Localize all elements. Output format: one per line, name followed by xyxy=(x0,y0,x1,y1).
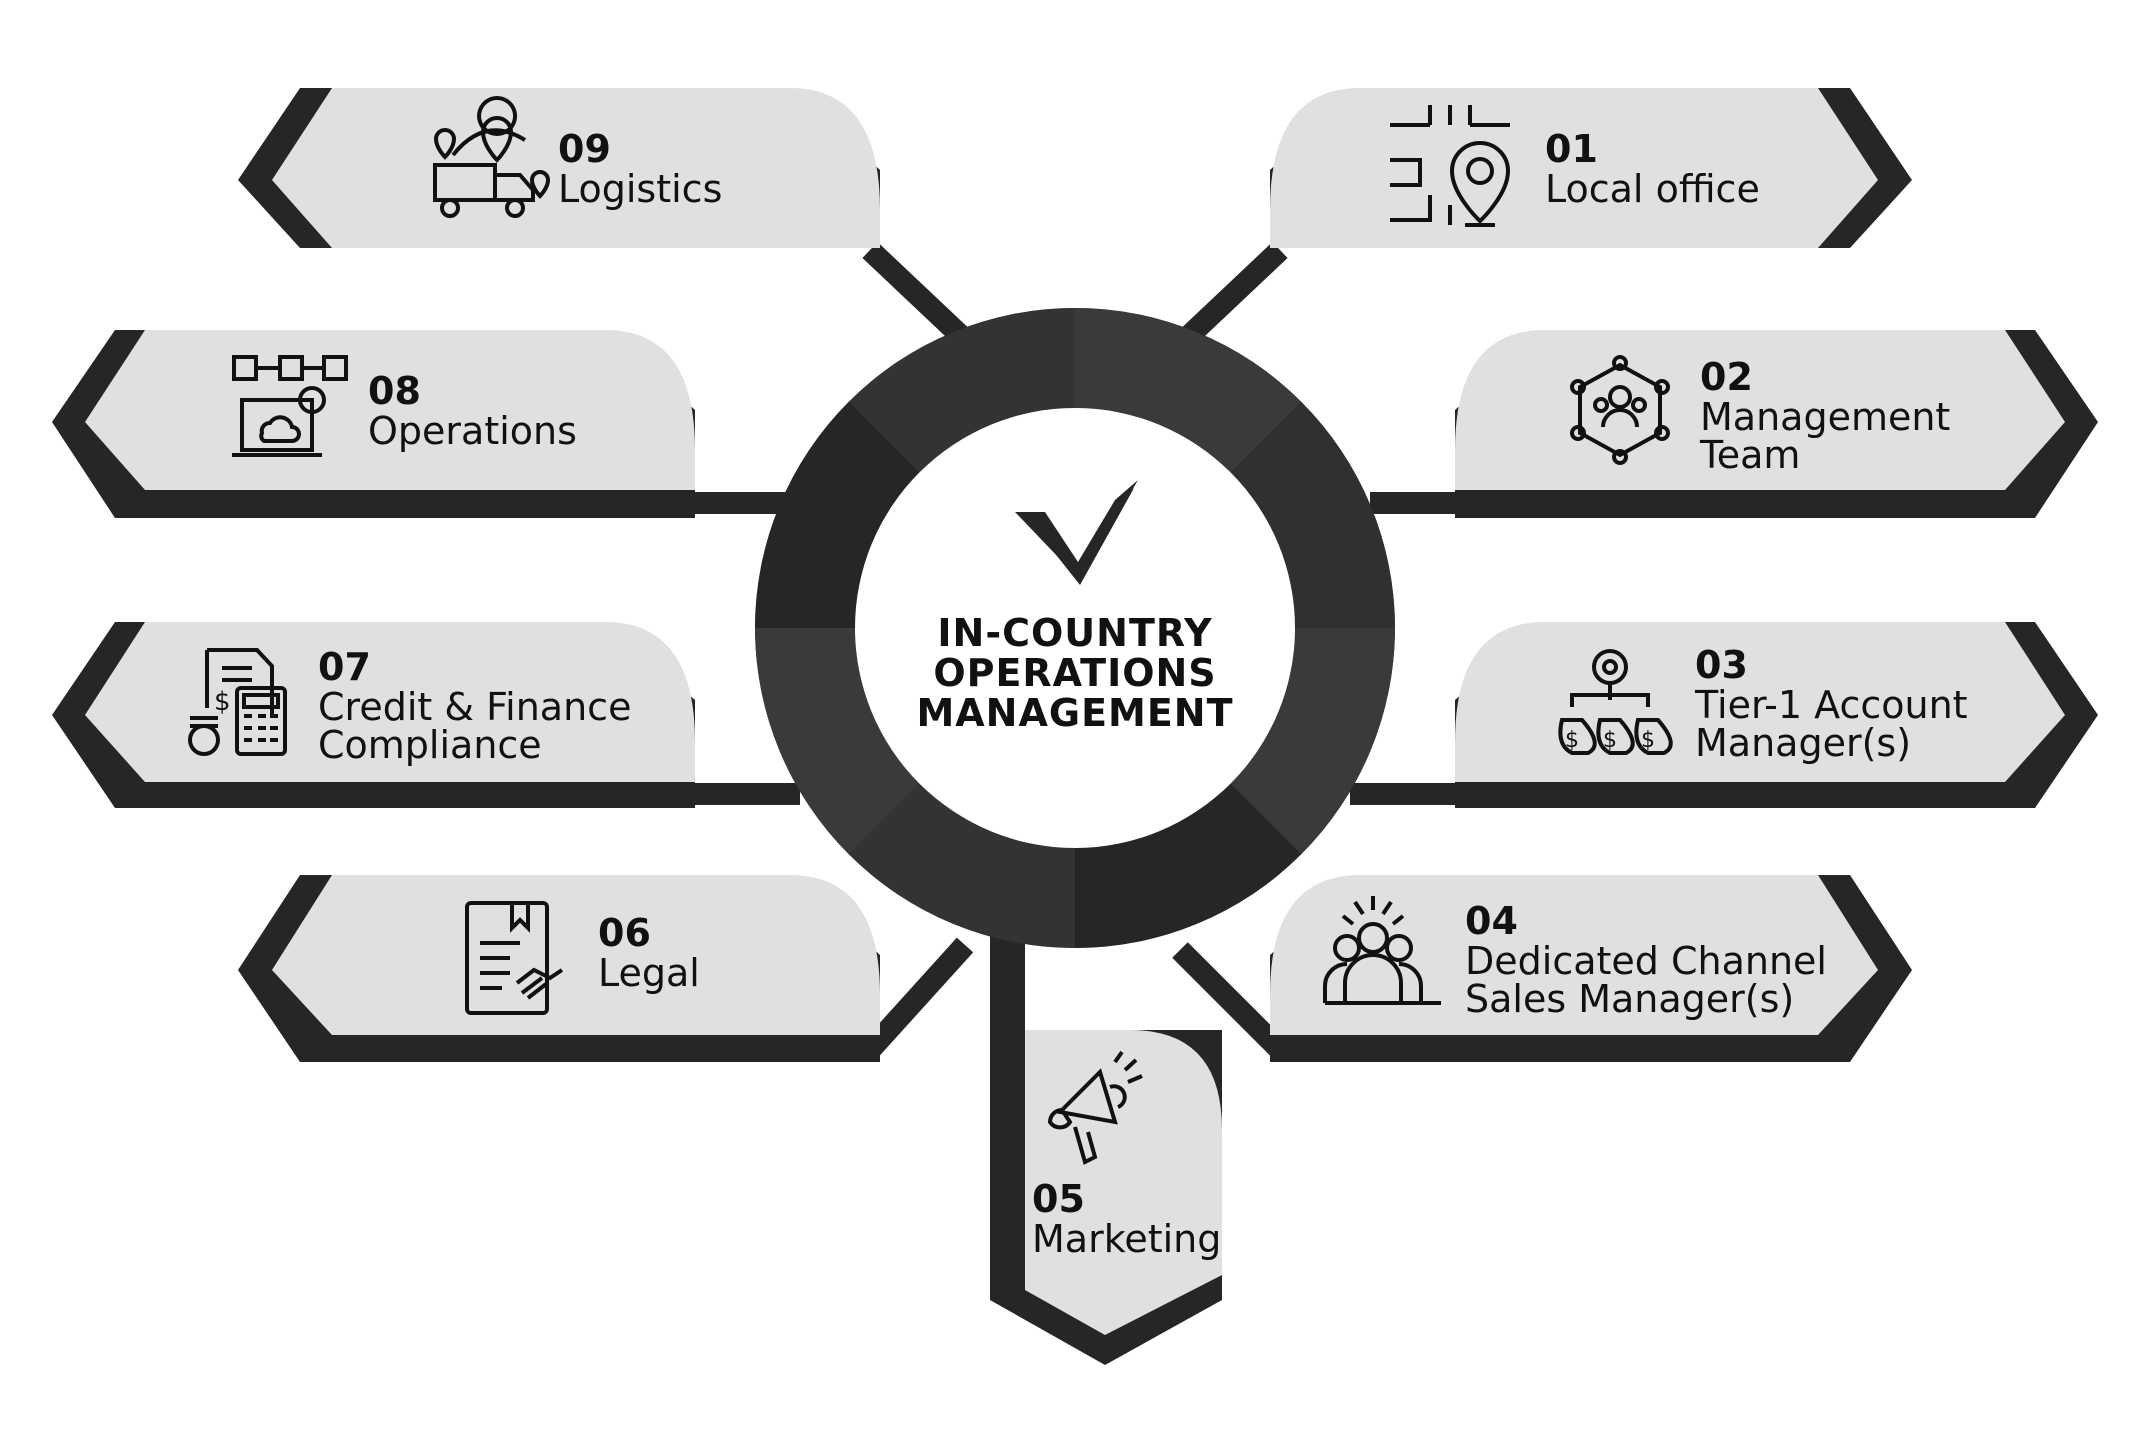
card-label-line1: Dedicated Channel xyxy=(1465,939,1827,983)
card-number: 06 xyxy=(598,911,651,955)
money-bags-gear-icon: $ $ $ xyxy=(1558,649,1673,755)
megaphone-icon xyxy=(1047,1050,1143,1165)
card-label-line1: Tier-1 Account xyxy=(1694,683,1968,727)
card-number: 09 xyxy=(558,127,611,171)
delivery-truck-location-icon xyxy=(433,96,551,218)
contract-handshake-icon xyxy=(465,901,564,1015)
connectors xyxy=(690,242,1460,1058)
card-panel xyxy=(1025,1030,1222,1335)
card-label-line2: Manager(s) xyxy=(1695,721,1911,765)
card-label: Logistics xyxy=(558,167,722,211)
card-label: Local office xyxy=(1545,167,1760,211)
card-label-line1: Credit & Finance xyxy=(318,685,631,729)
hub-inner-circle xyxy=(855,408,1295,848)
connector-04 xyxy=(1172,942,1288,1058)
card-label-line1: Management xyxy=(1700,395,1950,439)
card-label: Operations xyxy=(368,409,577,453)
card-label: Legal xyxy=(598,951,700,995)
connector-01 xyxy=(1182,242,1288,343)
card-09[interactable]: 09 Logistics xyxy=(238,88,880,248)
card-07[interactable]: $ 07 Credit & Finance Compliance xyxy=(52,622,695,808)
card-label-line2: Team xyxy=(1699,433,1800,477)
card-number: 02 xyxy=(1700,355,1753,399)
svg-text:$: $ xyxy=(214,687,231,717)
card-label-line2: Compliance xyxy=(318,723,542,767)
card-panel xyxy=(272,88,880,248)
card-panel xyxy=(272,875,880,1035)
calculator-invoice-coins-icon: $ xyxy=(188,648,287,756)
hub-title-line2: OPERATIONS xyxy=(933,651,1216,695)
card-number: 01 xyxy=(1545,127,1598,171)
checkmark-logo-icon xyxy=(1015,480,1138,585)
card-panel xyxy=(85,330,695,490)
card-number: 08 xyxy=(368,369,421,413)
card-label: Marketing xyxy=(1032,1217,1221,1261)
local-office-map-pin-icon xyxy=(1390,105,1511,227)
card-label-line2: Sales Manager(s) xyxy=(1465,977,1794,1021)
card-number: 03 xyxy=(1695,643,1748,687)
svg-text:$: $ xyxy=(1603,728,1617,753)
card-number: 07 xyxy=(318,645,371,689)
svg-text:$: $ xyxy=(1565,728,1579,753)
laptop-cloud-network-icon xyxy=(232,355,348,457)
management-team-network-icon xyxy=(1570,355,1670,465)
card-03[interactable]: $ $ $ 03 Tier-1 Account Manager(s) xyxy=(1455,622,2098,808)
svg-text:$: $ xyxy=(1641,728,1655,753)
card-01[interactable]: 01 Local office xyxy=(1270,88,1912,248)
card-06[interactable]: 06 Legal xyxy=(238,875,880,1062)
card-number: 04 xyxy=(1465,899,1518,943)
card-08[interactable]: 08 Operations xyxy=(52,330,695,518)
card-02[interactable]: 02 Management Team xyxy=(1455,330,2098,518)
card-05[interactable]: 05 Marketing xyxy=(990,930,1222,1365)
sales-team-people-icon xyxy=(1323,896,1441,1005)
card-panel xyxy=(1270,88,1878,248)
hub-title-line1: IN-COUNTRY xyxy=(937,611,1212,655)
card-number: 05 xyxy=(1032,1177,1085,1221)
center-hub: IN-COUNTRY OPERATIONS MANAGEMENT xyxy=(755,308,1395,948)
card-04[interactable]: 04 Dedicated Channel Sales Manager(s) xyxy=(1270,875,1912,1062)
hub-title-line3: MANAGEMENT xyxy=(916,691,1233,735)
connector-09 xyxy=(862,242,968,343)
connector-06 xyxy=(861,937,974,1058)
